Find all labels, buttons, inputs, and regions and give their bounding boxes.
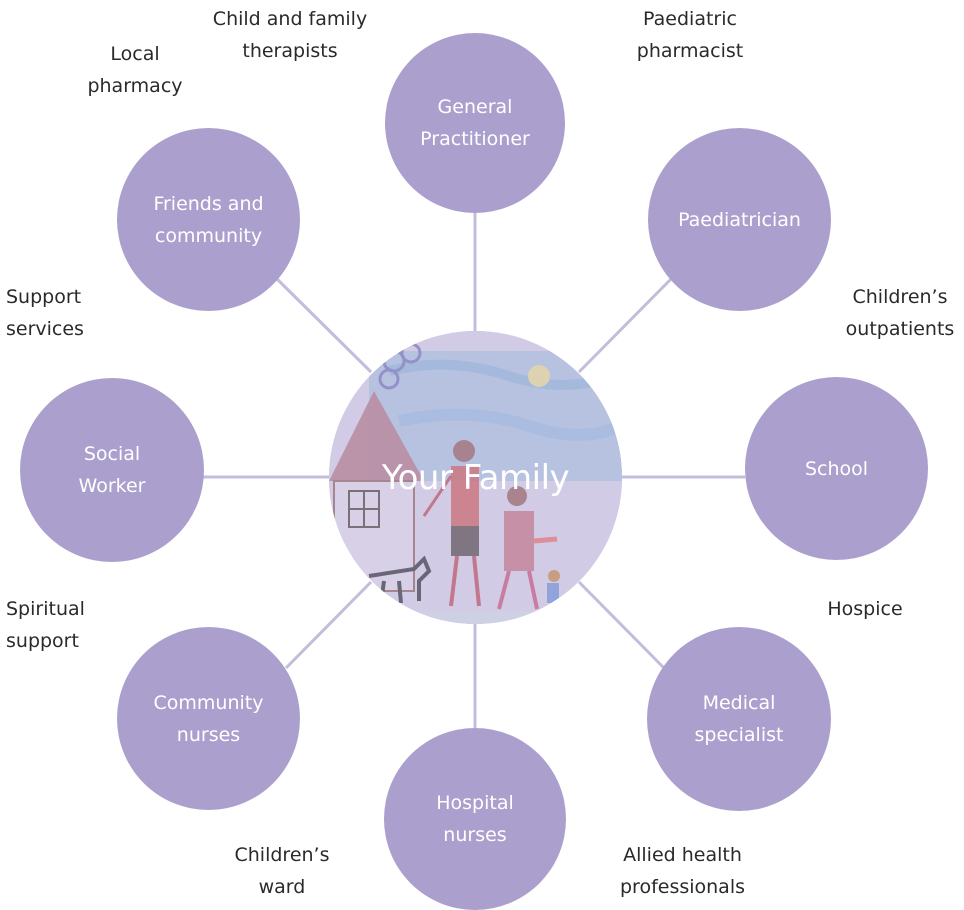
paediatrician-node: Paediatrician — [648, 128, 831, 311]
friends-and-community-node: Friends and community — [117, 128, 300, 311]
childrens-outpatients-label: Children’s outpatients — [845, 286, 955, 340]
paediatrician-label: Paediatrician — [678, 208, 801, 231]
support-services-label: Support services — [6, 286, 84, 340]
hospital-nurses-node: Hospital nurses — [384, 728, 566, 910]
friends-and-community-label: Friends and community — [153, 192, 264, 247]
allied-health-professionals-label: Allied health professionals — [619, 844, 746, 898]
social-worker-label: Social Worker — [78, 443, 146, 497]
your-family-circle: Your Family — [329, 331, 622, 624]
school-node: School — [745, 377, 928, 560]
community-nurses-label: Community nurses — [153, 691, 264, 746]
local-pharmacy-label: Local pharmacy — [87, 43, 183, 97]
child-and-family-therapists-label: Child and family therapists — [212, 8, 368, 62]
paediatric-pharmacist-label: Paediatric pharmacist — [636, 8, 744, 62]
hospital-nurses-label: Hospital nurses — [436, 792, 514, 846]
general-practitioner-node: General Practitioner — [385, 33, 565, 213]
social-worker-node: Social Worker — [20, 378, 204, 562]
general-practitioner-label: General Practitioner — [420, 96, 530, 150]
spiritual-support-label: Spiritual support — [6, 598, 85, 652]
childrens-ward-label: Children’s ward — [234, 844, 330, 898]
community-nurses-node: Community nurses — [117, 627, 300, 810]
medical-specialist-node: Medical specialist — [647, 627, 831, 811]
family-drawing-image — [329, 331, 622, 624]
school-label: School — [804, 457, 869, 480]
your-family-label: Your Family — [381, 457, 570, 498]
hospice-label: Hospice — [827, 598, 903, 620]
medical-specialist-label: Medical specialist — [694, 692, 784, 746]
